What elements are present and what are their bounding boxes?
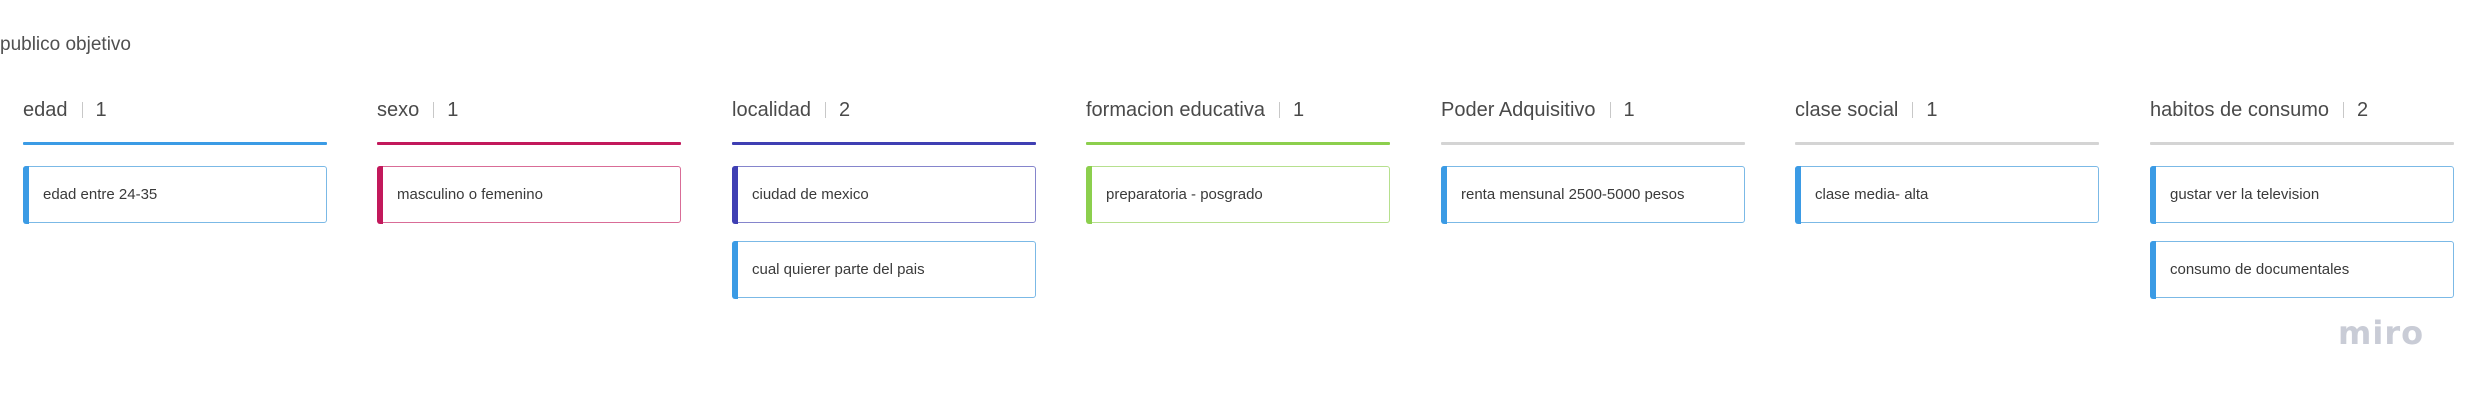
column-card-count: 1 bbox=[1623, 98, 1635, 121]
column-header-divider bbox=[2343, 102, 2345, 118]
column-title: Poder Adquisitivo bbox=[1441, 98, 1596, 121]
card-color-bar bbox=[731, 240, 738, 299]
card-color-bar bbox=[1794, 165, 1801, 224]
card-color-bar bbox=[2149, 165, 2156, 224]
column-title: habitos de consumo bbox=[2150, 98, 2330, 121]
column-header[interactable]: sexo 1 bbox=[377, 96, 681, 124]
column-header-divider bbox=[1609, 102, 1611, 118]
column-color-line bbox=[23, 142, 327, 145]
column-header-divider bbox=[433, 102, 435, 118]
card-list: edad entre 24-35 bbox=[22, 165, 327, 224]
card-text: cual quierer parte del pais bbox=[752, 261, 925, 278]
board-title: publico objetivo bbox=[0, 34, 131, 55]
column-poder-adquisitivo: Poder Adquisitivo 1 renta mensunal 2500-… bbox=[1440, 96, 1745, 241]
card-text: preparatoria - posgrado bbox=[1106, 186, 1263, 203]
column-formacion-educativa: formacion educativa 1 preparatoria - pos… bbox=[1085, 96, 1390, 241]
column-header-divider bbox=[1278, 102, 1280, 118]
card[interactable]: gustar ver la television bbox=[2149, 165, 2454, 224]
card-text: gustar ver la television bbox=[2170, 186, 2320, 203]
card-list: masculino o femenino bbox=[376, 165, 681, 224]
card-list: renta mensunal 2500-5000 pesos bbox=[1440, 165, 1745, 224]
column-header-divider bbox=[1912, 102, 1914, 118]
card[interactable]: clase media- alta bbox=[1794, 165, 2099, 224]
column-color-line bbox=[1086, 142, 1390, 145]
column-habitos-de-consumo: habitos de consumo 2 gustar ver la telev… bbox=[2149, 96, 2454, 316]
column-header[interactable]: clase social 1 bbox=[1795, 96, 2099, 124]
card-text: clase media- alta bbox=[1815, 186, 1929, 203]
column-title: clase social bbox=[1795, 98, 1899, 121]
column-header-divider bbox=[81, 102, 83, 118]
column-title: edad bbox=[23, 98, 68, 121]
card-color-bar bbox=[1440, 165, 1447, 224]
card[interactable]: renta mensunal 2500-5000 pesos bbox=[1440, 165, 1745, 224]
column-color-line bbox=[2150, 142, 2454, 145]
card-text: ciudad de mexico bbox=[752, 186, 869, 203]
card-color-bar bbox=[1085, 165, 1092, 224]
column-localidad: localidad 2 ciudad de mexico cual quiere… bbox=[731, 96, 1036, 316]
card-color-bar bbox=[376, 165, 383, 224]
card-list: gustar ver la television consumo de docu… bbox=[2149, 165, 2454, 299]
column-card-count: 1 bbox=[447, 98, 459, 121]
miro-logo: miro bbox=[2338, 314, 2425, 352]
card-color-bar bbox=[22, 165, 29, 224]
card-text: consumo de documentales bbox=[2170, 261, 2350, 278]
column-title: sexo bbox=[377, 98, 420, 121]
column-card-count: 1 bbox=[1926, 98, 1938, 121]
column-header[interactable]: habitos de consumo 2 bbox=[2150, 96, 2454, 124]
column-edad: edad 1 edad entre 24-35 bbox=[22, 96, 327, 241]
card[interactable]: preparatoria - posgrado bbox=[1085, 165, 1390, 224]
column-card-count: 2 bbox=[2357, 98, 2369, 121]
card-list: preparatoria - posgrado bbox=[1085, 165, 1390, 224]
card[interactable]: consumo de documentales bbox=[2149, 240, 2454, 299]
card[interactable]: cual quierer parte del pais bbox=[731, 240, 1036, 299]
column-clase-social: clase social 1 clase media- alta bbox=[1794, 96, 2099, 241]
card-text: edad entre 24-35 bbox=[43, 186, 158, 203]
column-color-line bbox=[1441, 142, 1745, 145]
card[interactable]: edad entre 24-35 bbox=[22, 165, 327, 224]
column-card-count: 1 bbox=[1292, 98, 1305, 121]
column-color-line bbox=[1795, 142, 2099, 145]
column-header[interactable]: formacion educativa 1 bbox=[1086, 96, 1390, 124]
card-list: ciudad de mexico cual quierer parte del … bbox=[731, 165, 1036, 299]
card-color-bar bbox=[731, 165, 738, 224]
column-title: formacion educativa bbox=[1086, 98, 1265, 121]
card-text: masculino o femenino bbox=[397, 186, 543, 203]
column-header[interactable]: localidad 2 bbox=[732, 96, 1036, 124]
card[interactable]: ciudad de mexico bbox=[731, 165, 1036, 224]
column-card-count: 2 bbox=[838, 98, 851, 121]
column-title: localidad bbox=[732, 98, 811, 121]
column-card-count: 1 bbox=[95, 98, 107, 121]
card[interactable]: masculino o femenino bbox=[376, 165, 681, 224]
column-header[interactable]: Poder Adquisitivo 1 bbox=[1441, 96, 1745, 124]
card-list: clase media- alta bbox=[1794, 165, 2099, 224]
card-color-bar bbox=[2149, 240, 2156, 299]
card-text: renta mensunal 2500-5000 pesos bbox=[1461, 186, 1685, 203]
column-header-divider bbox=[824, 102, 826, 118]
column-color-line bbox=[377, 142, 681, 145]
column-sexo: sexo 1 masculino o femenino bbox=[376, 96, 681, 241]
column-header[interactable]: edad 1 bbox=[23, 96, 327, 124]
column-color-line bbox=[732, 142, 1036, 145]
